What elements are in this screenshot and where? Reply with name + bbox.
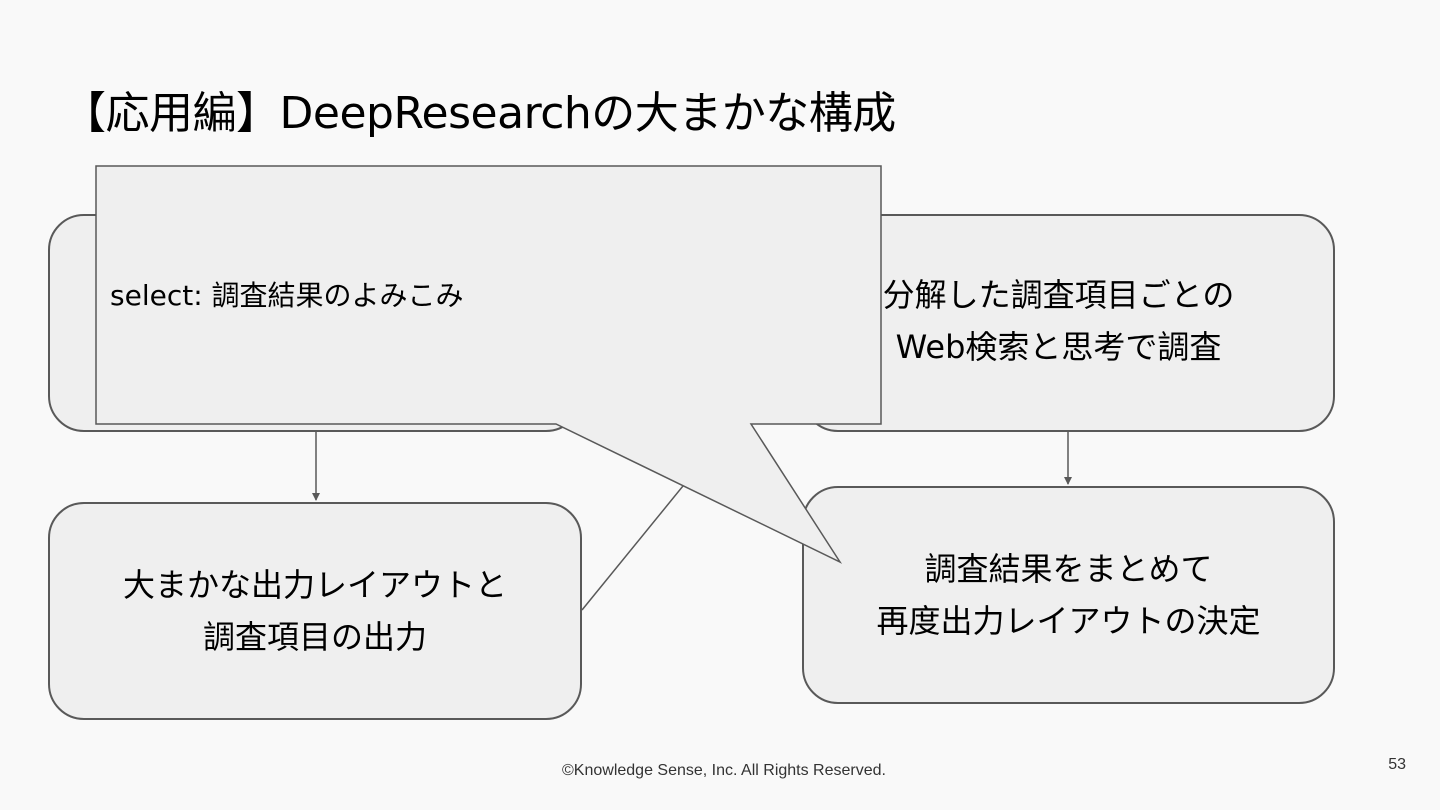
copyright-footer: ©Knowledge Sense, Inc. All Rights Reserv…	[562, 762, 886, 779]
step-label-final-layout: 調査結果をまとめて 再度出力レイアウトの決定	[876, 550, 1261, 640]
page-number: 53	[1388, 756, 1406, 773]
step-box-top-right: 分解した調査項目ごとの Web検索と思考で調査	[802, 214, 1335, 432]
step-label-web-search: 分解した調査項目ごとの Web検索と思考で調査	[882, 276, 1235, 366]
callout-bubble	[95, 165, 882, 564]
step-label-output-layout: 大まかな出力レイアウトと 調査項目の出力	[122, 566, 507, 656]
step-box-bottom-right: 調査結果をまとめて 再度出力レイアウトの決定	[802, 486, 1335, 704]
step-box-bottom-left: 大まかな出力レイアウトと 調査項目の出力	[48, 502, 582, 720]
callout-text: select: 調査結果のよみこみ	[110, 279, 464, 312]
slide-title: 【応用編】DeepResearchの大まかな構成	[62, 88, 896, 139]
